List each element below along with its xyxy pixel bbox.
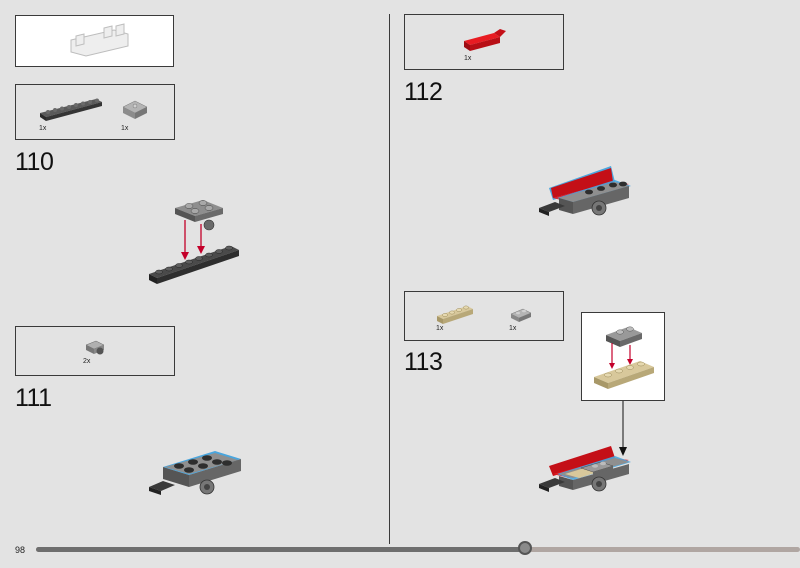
part-qty: 1x (121, 125, 129, 132)
step-113-illustration (539, 446, 631, 492)
parts-list-112: 1x (404, 14, 564, 70)
sub-step-callout (581, 312, 665, 401)
part-qty: 1x (509, 325, 517, 332)
part-qty: 2x (83, 358, 91, 365)
subassembly-callout (15, 15, 174, 67)
page-number: 98 (15, 545, 26, 555)
callout-pointer-arrow (619, 401, 627, 456)
tan-plate-1x4-icon (437, 305, 473, 324)
part-qty: 1x (39, 125, 47, 132)
step-number-112: 112 (404, 78, 443, 106)
white-frame-subassembly-icon (70, 23, 129, 57)
part-qty: 1x (464, 55, 472, 62)
red-slope-panel-icon (464, 29, 506, 51)
gray-plate-1x2-icon (510, 308, 532, 322)
step-number-111: 111 (15, 384, 52, 412)
step-111-illustration (149, 451, 241, 495)
step-112-illustration (539, 166, 631, 216)
step-110-illustration (149, 200, 239, 284)
parts-list-110: 1x 1x (15, 84, 175, 140)
part-qty: 1x (436, 325, 444, 332)
gray-plate-2x2-icon (122, 100, 148, 119)
sub-step-illustration (594, 326, 654, 389)
parts-list-111: 2x (15, 326, 175, 376)
gray-round-adapter-icon (85, 340, 105, 355)
step-number-113: 113 (404, 348, 443, 376)
parts-list-113: 1x 1x (404, 291, 564, 341)
column-divider (389, 14, 390, 544)
dark-plate-1x8-icon (40, 98, 102, 121)
progress-fill (36, 547, 525, 552)
step-number-110: 110 (15, 148, 54, 176)
progress-knob[interactable] (518, 541, 532, 555)
